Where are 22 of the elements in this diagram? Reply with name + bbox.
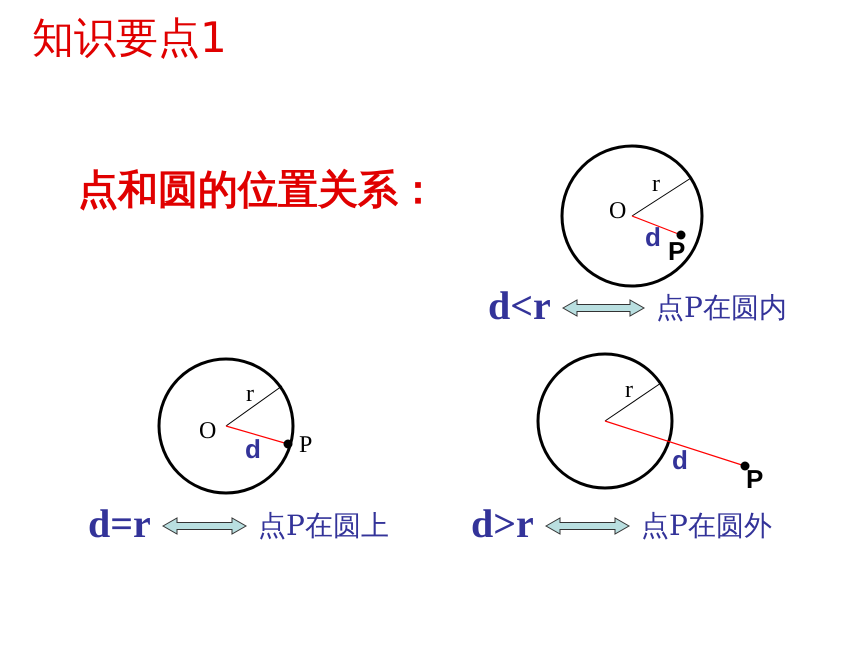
radius-label: r [625, 378, 633, 402]
condition-text: d>r [471, 504, 534, 544]
center-label: O [609, 199, 626, 223]
condition-text: d=r [88, 504, 151, 544]
radius-label: r [652, 172, 660, 196]
double-arrow [562, 299, 645, 317]
condition-text: d<r [488, 286, 551, 326]
double-arrow [545, 517, 630, 535]
position-text: 点P在圆上 [258, 512, 389, 540]
center-label: O [199, 419, 216, 443]
point-label: P [668, 238, 686, 264]
position-text: 点P在圆内 [656, 294, 787, 322]
title: 知识要点1 [32, 12, 227, 64]
position-text: 点P在圆外 [641, 512, 772, 540]
point-label: P [746, 466, 764, 492]
radius-label: r [246, 382, 254, 406]
distance-label: d [245, 436, 261, 462]
distance-label: d [645, 224, 661, 250]
double-arrow [162, 517, 247, 535]
distance-label: d [672, 447, 688, 473]
point-label: P [299, 433, 312, 457]
subheading: 点和圆的位置关系： [78, 166, 438, 215]
